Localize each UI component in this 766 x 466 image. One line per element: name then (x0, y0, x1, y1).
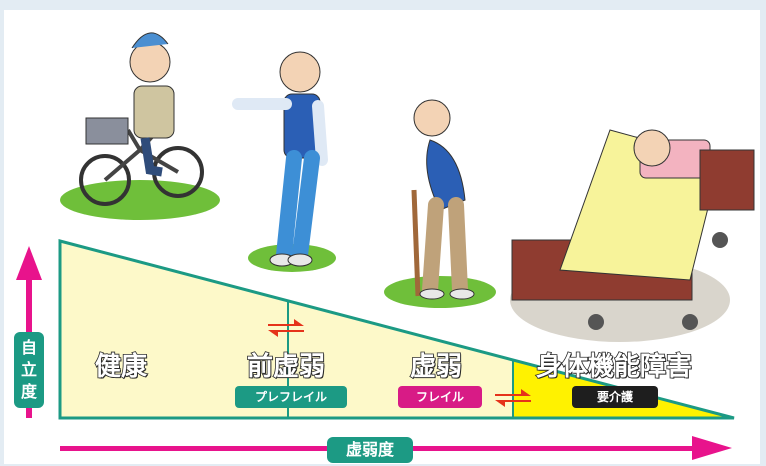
person-with-cane-icon (411, 99, 475, 300)
independence-axis-label: 自 立 度 (14, 332, 44, 408)
stage-label-disability: 身体機能障害 (535, 351, 693, 383)
person-standing-icon (232, 51, 328, 267)
frailty-axis-label: 虚弱度 (327, 437, 413, 463)
person-in-bed-icon (511, 129, 755, 330)
reversible-arrow-icon (268, 319, 304, 337)
vlabel-char: 度 (20, 382, 37, 401)
stage-label-pre-frail: 前虚弱 (246, 351, 326, 383)
pre-frail-badge: プレフレイル (235, 386, 347, 408)
vlabel-char: 立 (20, 360, 37, 379)
vlabel-char: 自 (20, 338, 37, 357)
stage-label-healthy: 健康 (94, 351, 148, 383)
care-needed-badge: 要介護 (572, 386, 658, 408)
person-on-bicycle-icon (79, 32, 204, 206)
reversible-arrow-icon (495, 389, 531, 407)
stage-label-frail: 虚弱 (409, 351, 463, 383)
frail-badge: フレイル (398, 386, 482, 408)
grass-patch (60, 180, 220, 220)
